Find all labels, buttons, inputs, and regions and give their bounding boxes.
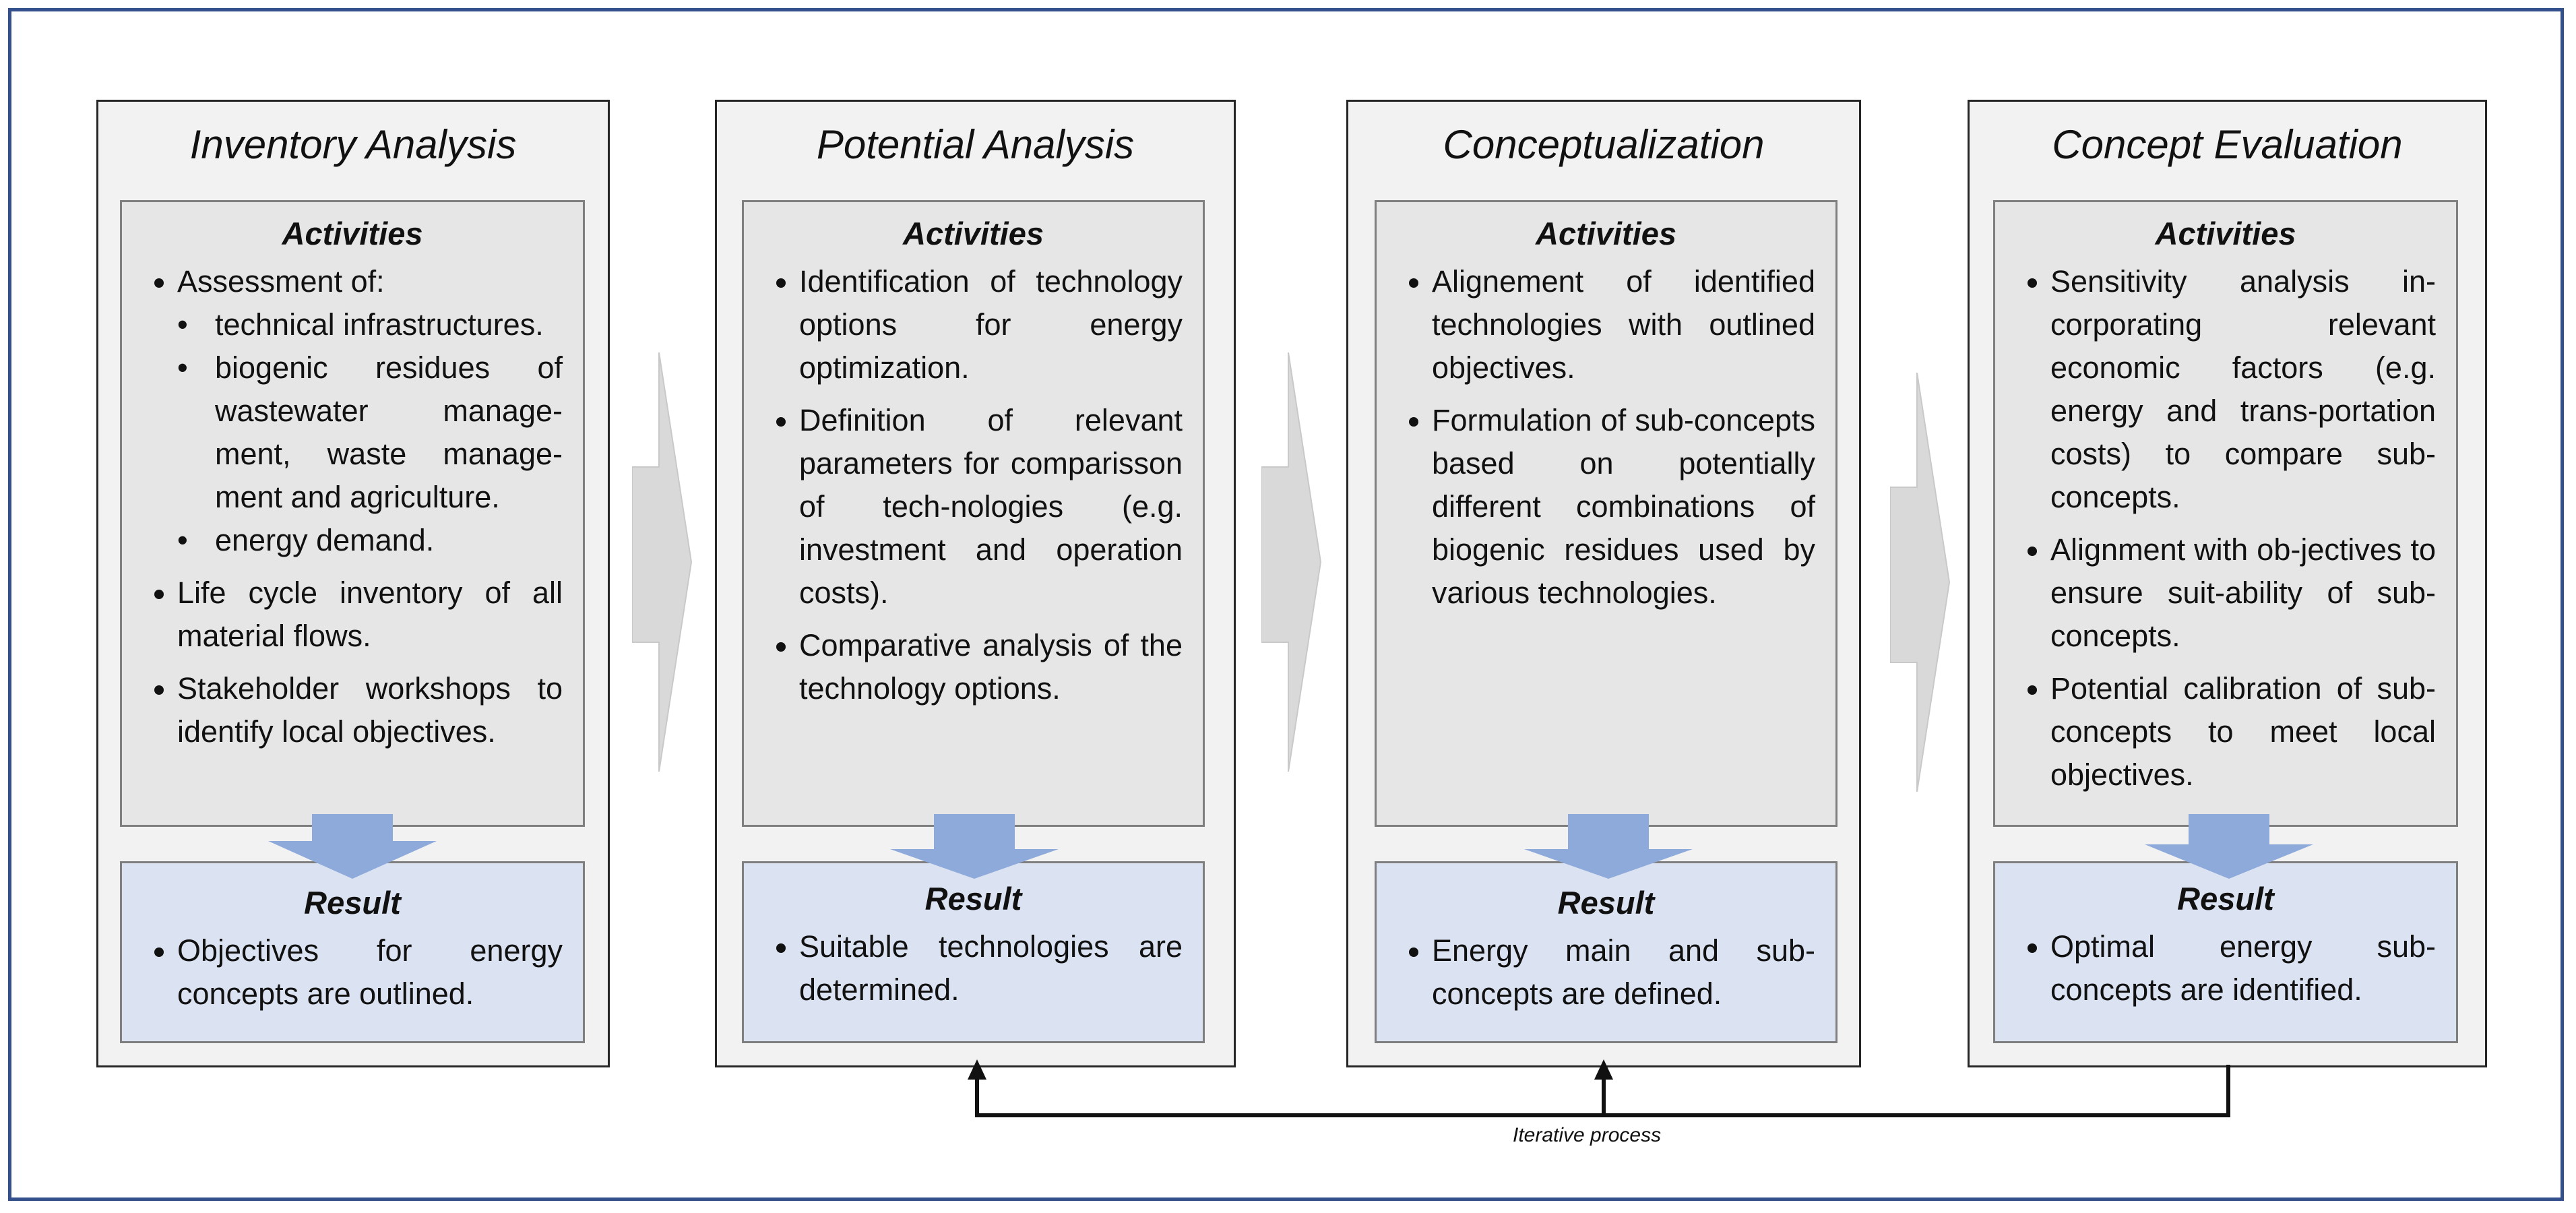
activity-item: Formulation of sub-concepts based on pot…: [1432, 399, 1815, 615]
result-list: Suitable technologies are determined.: [744, 925, 1203, 1012]
activities-box: Activities Assessment of: technical infr…: [120, 200, 585, 827]
activity-sublist: technical infrastructures. biogenic resi…: [177, 303, 563, 562]
activities-heading: Activities: [2155, 216, 2296, 251]
down-arrow-icon: [2145, 814, 2313, 879]
activities-box: Activities Identification of technology …: [742, 200, 1205, 827]
flow-arrow-icon: [1261, 352, 1322, 772]
activity-item: Sensitivity analysis in-corporating rele…: [2050, 260, 2436, 519]
activity-item: Alignement of identified technologies wi…: [1432, 260, 1815, 390]
activities-list: Assessment of: technical infrastructures…: [122, 260, 583, 753]
stage-title: Conceptualization: [1443, 122, 1765, 167]
outer-frame: [8, 8, 2564, 1201]
activities-list: Sensitivity analysis in-corporating rele…: [1995, 260, 2456, 797]
activities-list: Alignement of identified technologies wi…: [1377, 260, 1835, 615]
activity-subitem: technical infrastructures.: [177, 303, 563, 346]
activity-item: Comparative analysis of the technology o…: [799, 624, 1183, 710]
result-heading: Result: [924, 881, 1022, 916]
activities-box: Activities Alignement of identified tech…: [1375, 200, 1837, 827]
result-list: Energy main and sub-concepts are defined…: [1377, 929, 1835, 1016]
result-item: Suitable technologies are determined.: [799, 925, 1183, 1012]
result-box: Result Optimal energy sub-concepts are i…: [1993, 861, 2458, 1043]
stage-title: Concept Evaluation: [2052, 122, 2403, 167]
result-list: Optimal energy sub-concepts are identifi…: [1995, 925, 2456, 1012]
flow-arrow-icon: [632, 352, 693, 772]
activities-box: Activities Sensitivity analysis in-corpo…: [1993, 200, 2458, 827]
activity-subitem: energy demand.: [177, 519, 563, 562]
activity-item: Potential calibration of sub-concepts to…: [2050, 667, 2436, 797]
result-list: Objectives for energy concepts are outli…: [122, 929, 583, 1016]
down-arrow-icon: [1524, 814, 1693, 879]
result-item: Energy main and sub-concepts are defined…: [1432, 929, 1815, 1016]
activities-heading: Activities: [1536, 216, 1676, 251]
flow-arrow-icon: [1890, 373, 1951, 792]
activity-item: Stakeholder workshops to identify local …: [177, 667, 563, 753]
result-box: Result Energy main and sub-concepts are …: [1375, 861, 1837, 1043]
down-arrow-icon: [890, 814, 1059, 879]
activity-item: Assessment of: technical infrastructures…: [177, 260, 563, 562]
activities-list: Identification of technology options for…: [744, 260, 1203, 710]
result-heading: Result: [1557, 885, 1655, 921]
activity-item: Identification of technology options for…: [799, 260, 1183, 390]
activity-item: Definition of relevant parameters for co…: [799, 399, 1183, 615]
iterative-process-label: Iterative process: [1513, 1124, 1662, 1146]
activities-heading: Activities: [903, 216, 1044, 251]
down-arrow-icon: [268, 814, 437, 879]
activities-heading: Activities: [282, 216, 423, 251]
activity-text: Assessment of:: [177, 264, 385, 299]
feedback-loop: [968, 1059, 2230, 1117]
activity-subitem: biogenic residues of wastewater manage-m…: [177, 346, 563, 519]
result-heading: Result: [2177, 881, 2274, 916]
stage-title: Potential Analysis: [816, 122, 1135, 167]
result-box: Result Objectives for energy concepts ar…: [120, 861, 585, 1043]
activity-item: Alignment with ob-jectives to ensure sui…: [2050, 528, 2436, 658]
activity-item: Life cycle inventory of all material flo…: [177, 571, 563, 658]
result-item: Optimal energy sub-concepts are identifi…: [2050, 925, 2436, 1012]
result-item: Objectives for energy concepts are outli…: [177, 929, 563, 1016]
result-heading: Result: [304, 885, 401, 921]
stage-title: Inventory Analysis: [189, 122, 517, 167]
result-box: Result Suitable technologies are determi…: [742, 861, 1205, 1043]
